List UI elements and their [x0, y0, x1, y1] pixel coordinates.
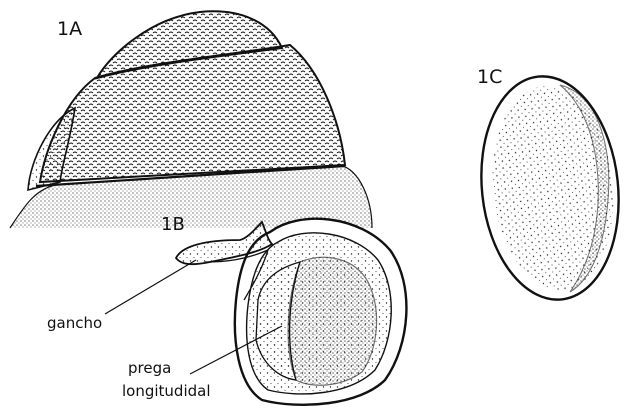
label-1c: 1C	[477, 68, 502, 87]
label-fold-line2: longitudidal	[122, 384, 211, 399]
operculum-1b	[176, 219, 406, 405]
hook-leader-line	[105, 260, 196, 314]
label-hook: gancho	[47, 316, 102, 331]
shell-1a	[10, 11, 372, 228]
label-1b: 1B	[161, 216, 185, 234]
label-fold-line1: prega	[128, 361, 171, 376]
label-1a: 1A	[57, 20, 82, 39]
operculum-1b-inner	[288, 257, 376, 385]
operculum-1c	[471, 70, 625, 307]
